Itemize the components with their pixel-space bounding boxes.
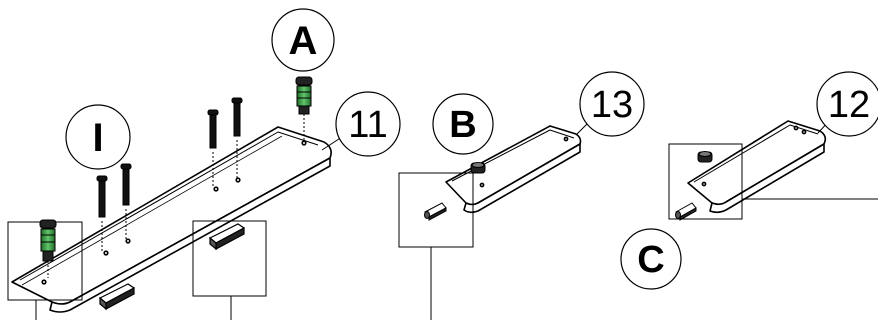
- detail-box-13: [398, 172, 474, 320]
- callout-b: B: [432, 93, 494, 155]
- nut-icon: [470, 162, 486, 174]
- dowel-block-right: [208, 223, 246, 251]
- dowel-icon: [424, 202, 447, 221]
- callout-c: C: [620, 228, 682, 290]
- callout-a-label: A: [289, 19, 318, 63]
- callout-11-label: 11: [348, 104, 387, 146]
- callout-13: 13: [579, 71, 645, 137]
- detail-box-11-right: [192, 220, 267, 320]
- callout-b-label: B: [449, 104, 476, 146]
- callout-c-label: C: [637, 239, 664, 281]
- cam-bolt-icon: [39, 219, 57, 278]
- callout-i: I: [65, 104, 131, 170]
- panel-12: [687, 120, 827, 214]
- panel-11: [11, 126, 332, 313]
- callout-12: 12: [816, 71, 878, 137]
- callout-i-label: I: [92, 116, 103, 160]
- detail-box-12: [668, 143, 878, 220]
- callout-11: 11: [335, 91, 401, 157]
- dowel-icon: [675, 202, 697, 221]
- callout-a: A: [271, 8, 335, 72]
- callout-12-label: 12: [828, 84, 870, 126]
- nut-icon: [697, 151, 713, 163]
- screw-icon: [96, 97, 243, 252]
- callout-13-label: 13: [591, 84, 633, 126]
- dowel-block-left: [98, 283, 136, 311]
- cam-bolt-icon: [295, 76, 313, 140]
